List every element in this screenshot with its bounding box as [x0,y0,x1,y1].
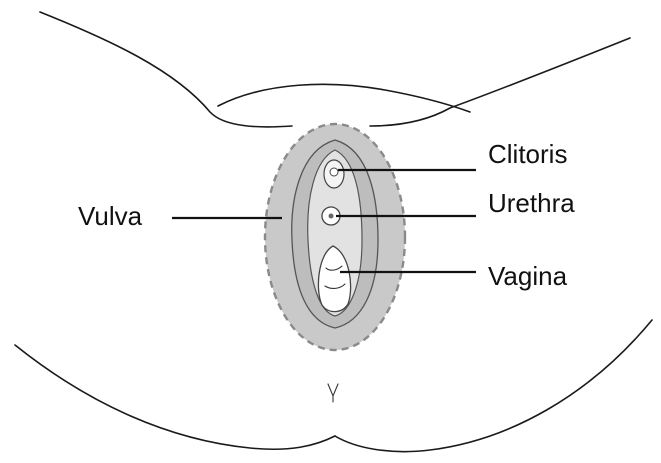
urethra-label: Urethra [488,188,575,218]
clitoris-glans [330,168,338,176]
mons-line [218,84,470,112]
inner-structures [292,140,378,328]
vagina-label: Vagina [488,261,568,291]
right-thigh-line [370,38,630,126]
vulva-label: Vulva [78,201,143,231]
urethra-dot [329,214,334,219]
right-buttock-line [335,320,652,452]
left-buttock-line [15,345,335,449]
clitoris-label: Clitoris [488,139,567,169]
left-thigh-line [40,12,292,127]
anus-mark [328,384,338,402]
